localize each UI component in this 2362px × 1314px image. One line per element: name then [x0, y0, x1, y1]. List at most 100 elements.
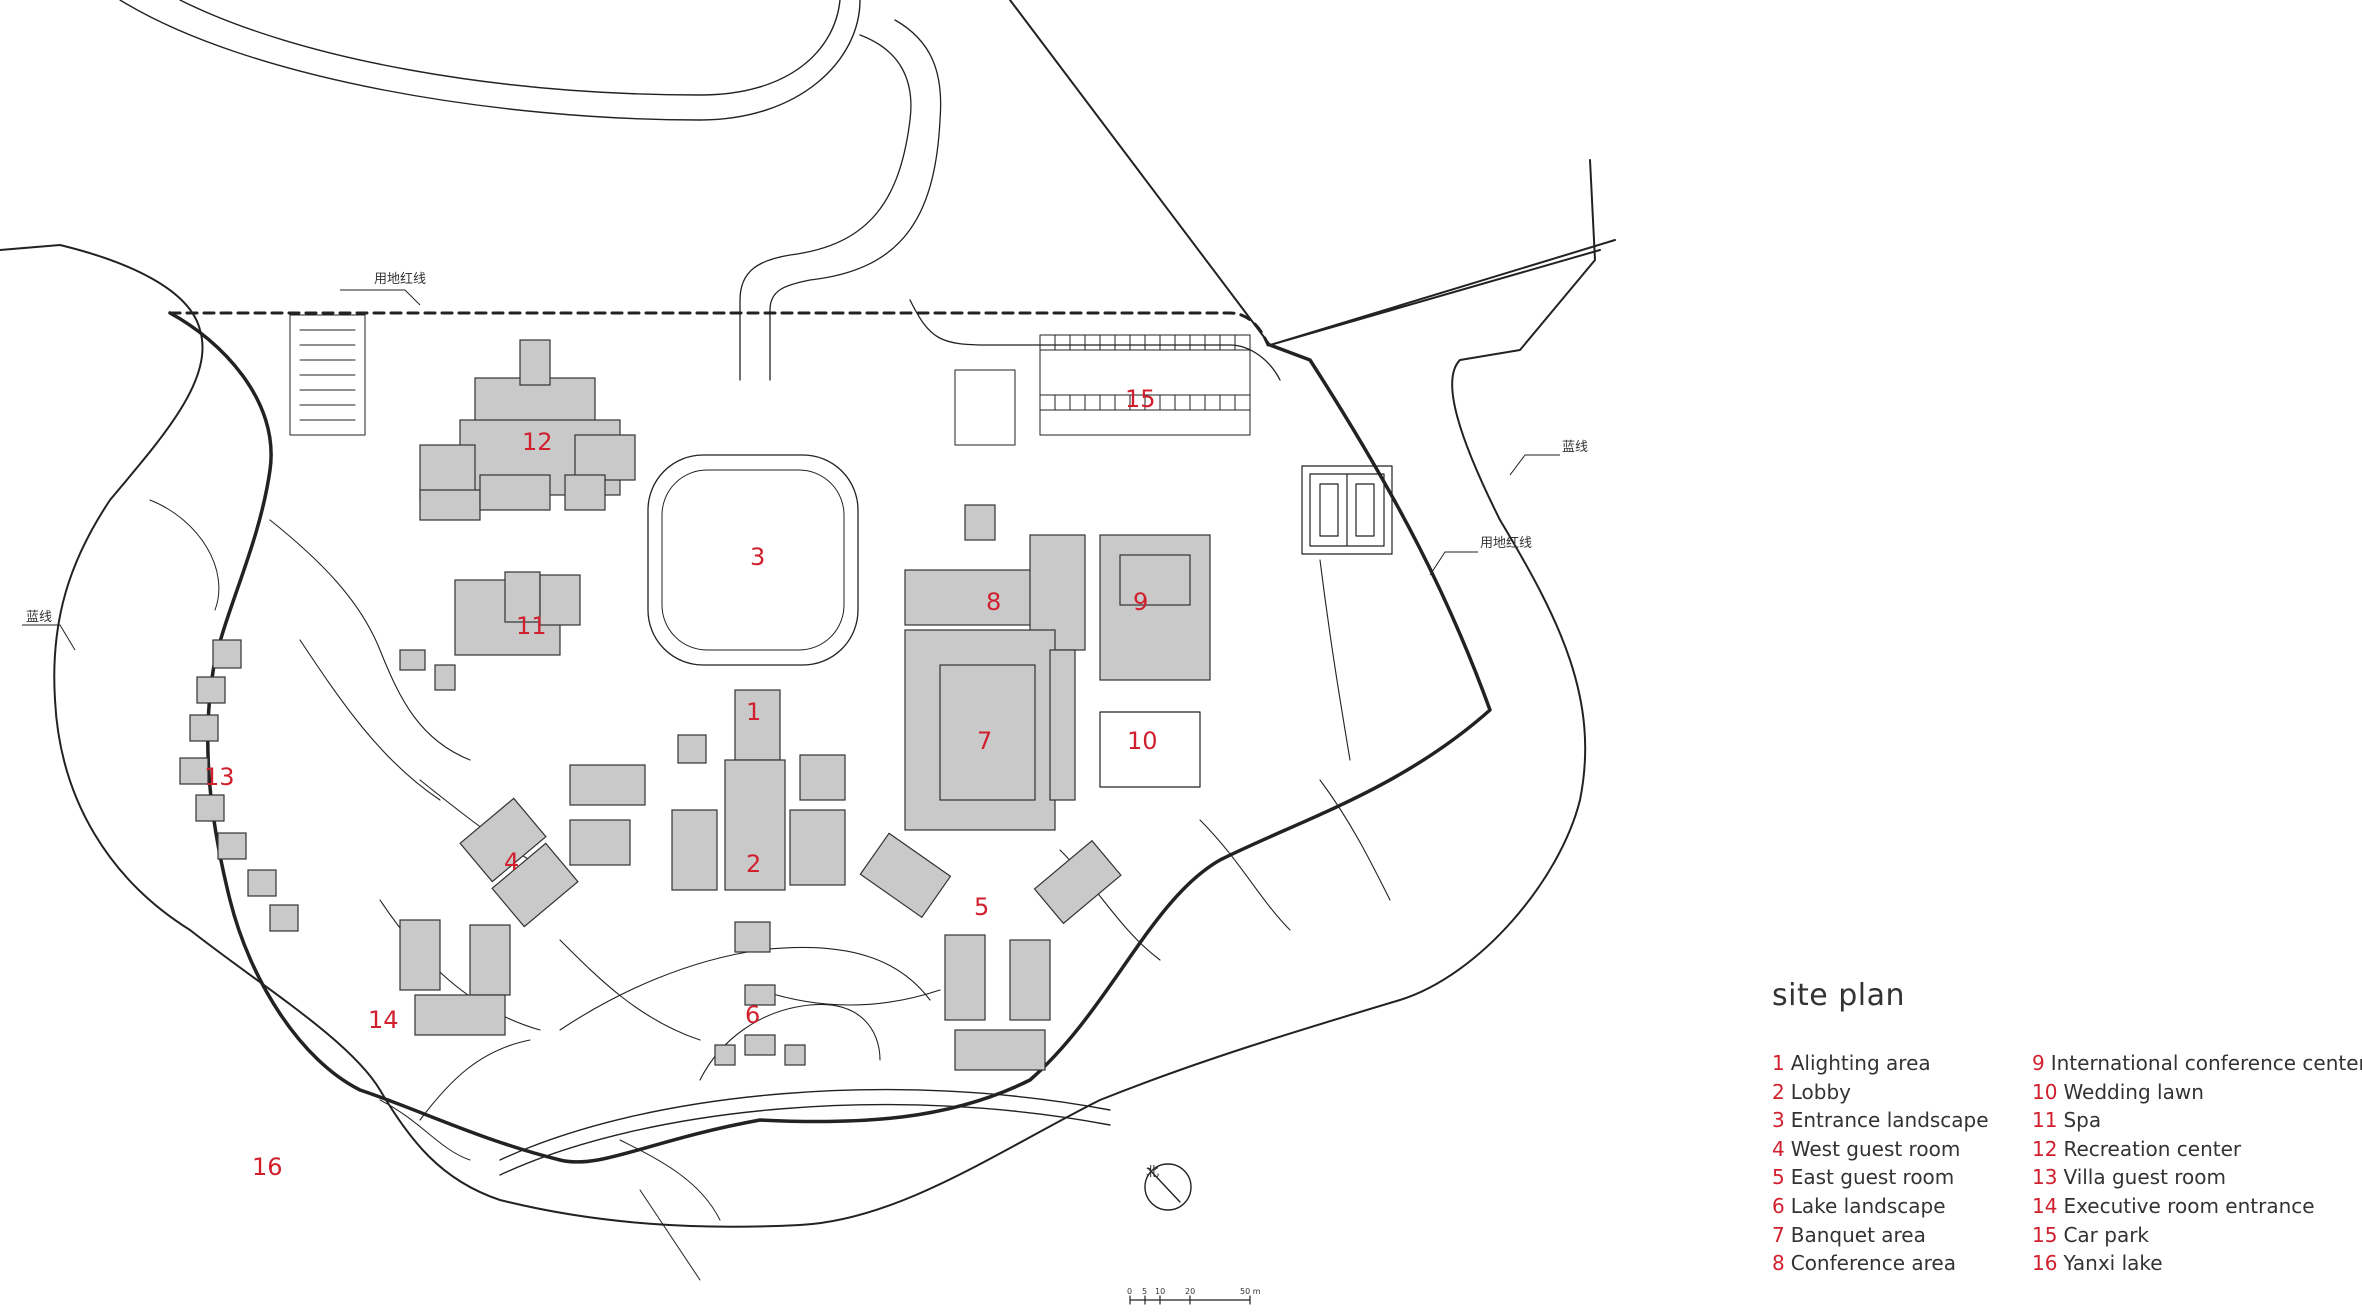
legend-item-number: 12: [2032, 1136, 2058, 1161]
north-arrow: [1144, 1163, 1192, 1211]
map-label-11: 11: [516, 612, 547, 640]
building-intl-conference: [1099, 534, 1211, 681]
legend-item-number: 1: [1772, 1051, 1785, 1075]
car-park-stalls: [289, 314, 1251, 446]
lake-edge-detail: [149, 499, 721, 1281]
legend-item-number: 14: [2032, 1193, 2058, 1218]
legend-item-number: 4: [1772, 1136, 1785, 1161]
annotation-blue-line-2: 蓝线: [1562, 440, 1588, 455]
legend-item-label: Yanxi lake: [2063, 1251, 2163, 1276]
legend-item-label: Alighting area: [1790, 1051, 1931, 1075]
legend-item-label: Spa: [2063, 1108, 2102, 1133]
map-label-14: 14: [368, 1006, 399, 1034]
map-label-15: 15: [1125, 385, 1156, 413]
legend-item-number: 10: [2032, 1079, 2058, 1104]
building-west-guest-room: [399, 797, 579, 1036]
legend-item-number: 15: [2032, 1222, 2058, 1247]
scale-tick-5: 5: [1142, 1287, 1147, 1296]
scale-tick-50: 50 m: [1240, 1287, 1261, 1296]
entrance-road: [739, 19, 942, 381]
legend-item-number: 2: [1772, 1079, 1785, 1104]
lake-pavilions: [714, 921, 806, 1066]
building-conference: [904, 504, 1086, 651]
entrance-landscape-ring: [647, 454, 859, 666]
annotation-blue-line-1: 蓝线: [26, 610, 52, 625]
wedding-lawn: [1099, 711, 1201, 788]
legend-item-number: 13: [2032, 1165, 2058, 1190]
service-road: [909, 299, 1281, 381]
map-label-7: 7: [977, 727, 992, 755]
building-banquet: [904, 629, 1076, 831]
building-villas: [179, 639, 299, 932]
legend-item-label: International conference center: [2050, 1051, 2362, 1075]
map-label-16: 16: [252, 1153, 283, 1181]
map-label-2: 2: [746, 850, 761, 878]
legend-item-number: 9: [2032, 1051, 2045, 1075]
tennis-courts: [1301, 465, 1393, 555]
legend-item-number: 11: [2032, 1108, 2058, 1133]
legend-item-label: Car park: [2063, 1222, 2150, 1247]
annotation-red-line-1: 用地红线: [374, 271, 426, 287]
legend-item-label: East guest room: [1790, 1165, 1955, 1190]
map-label-9: 9: [1133, 588, 1148, 616]
map-label-1: 1: [746, 698, 761, 726]
building-east-guest-room: [859, 832, 1122, 1071]
property-line: [168, 311, 1492, 1164]
building-recreation-center: [419, 339, 636, 521]
lake-north-edge: [1009, 0, 1616, 346]
map-label-12: 12: [522, 428, 553, 456]
scale-bar: [1129, 1295, 1251, 1305]
map-label-6: 6: [745, 1001, 760, 1029]
legend-item-label: Executive room entrance: [2063, 1193, 2315, 1218]
north-label: 北: [1146, 1165, 1159, 1180]
scale-tick-20: 20: [1185, 1287, 1195, 1296]
map-label-5: 5: [974, 893, 989, 921]
legend-item-label: West guest room: [1790, 1136, 1961, 1161]
legend-item-number: 7: [1772, 1222, 1785, 1247]
legend-item-label: Entrance landscape: [1790, 1108, 1989, 1133]
legend-item-label: Recreation center: [2063, 1136, 2242, 1161]
legend-item-label: Banquet area: [1790, 1222, 1926, 1247]
building-lobby: [569, 689, 846, 891]
lake-outline: [0, 159, 1596, 1228]
legend-item-number: 16: [2032, 1251, 2058, 1276]
map-label-8: 8: [986, 588, 1001, 616]
legend-item-label: Conference area: [1790, 1251, 1956, 1276]
map-label-10: 10: [1127, 727, 1158, 755]
legend-title: site plan: [1772, 978, 1905, 1013]
map-label-4: 4: [504, 848, 519, 876]
legend-item-number: 3: [1772, 1108, 1785, 1133]
bridge-arc: [499, 1088, 1111, 1176]
property-line-dashed: [168, 311, 1270, 347]
legend-item-label: Villa guest room: [2063, 1165, 2227, 1190]
building-spa: [399, 571, 581, 691]
legend-item-label: Lake landscape: [1790, 1193, 1946, 1218]
scale-tick-0: 0: [1127, 1287, 1132, 1296]
scale-tick-10: 10: [1155, 1287, 1165, 1296]
legend-item-number: 6: [1772, 1193, 1785, 1218]
legend-item-label: Lobby: [1790, 1079, 1851, 1104]
annotation-red-line-2: 用地红线: [1480, 535, 1532, 551]
legend-item-label: Wedding lawn: [2063, 1079, 2204, 1104]
map-label-13: 13: [204, 763, 235, 791]
legend-item-number: 5: [1772, 1165, 1785, 1190]
